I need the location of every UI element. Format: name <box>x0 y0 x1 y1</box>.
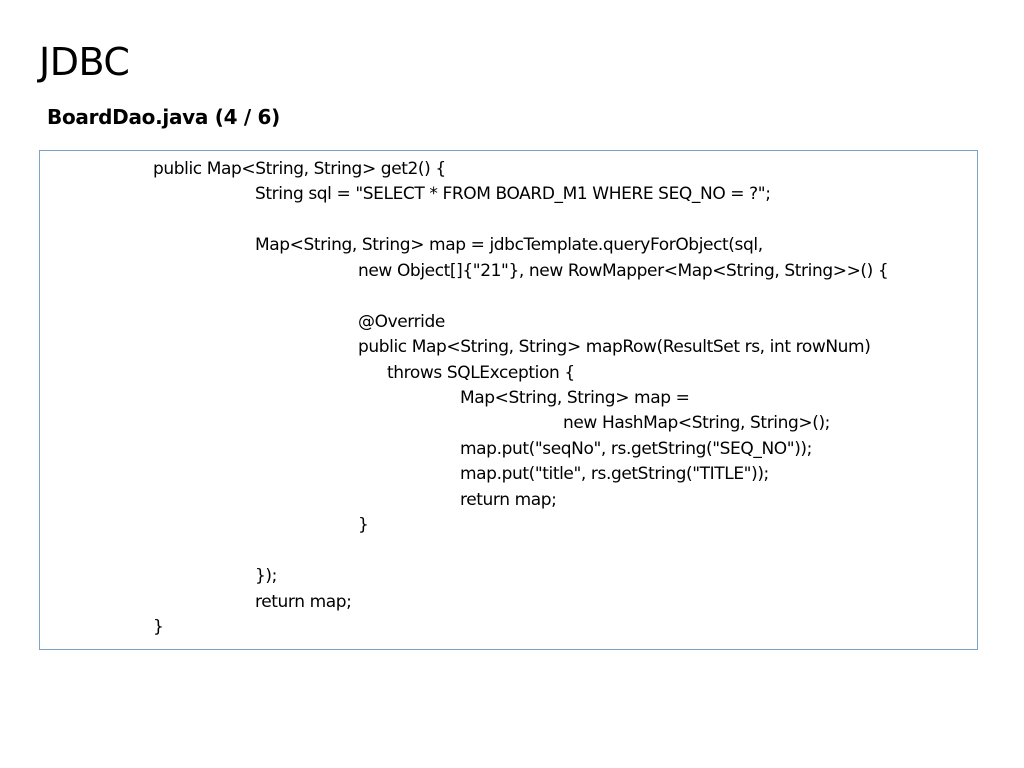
code-line: return map; <box>460 490 557 510</box>
code-line: @Override <box>358 312 445 332</box>
code-line: String sql = "SELECT * FROM BOARD_M1 WHE… <box>255 184 771 204</box>
code-line: new Object[]{"21"}, new RowMapper<Map<St… <box>358 261 889 281</box>
code-line: throws SQLException { <box>387 363 575 383</box>
code-line: Map<String, String> map = jdbcTemplate.q… <box>255 235 763 255</box>
code-line: return map; <box>255 592 352 612</box>
code-line: } <box>358 515 369 535</box>
code-line: } <box>153 617 164 637</box>
code-line: map.put("title", rs.getString("TITLE")); <box>460 464 769 484</box>
code-line: }); <box>255 566 277 586</box>
code-line: public Map<String, String> mapRow(Result… <box>358 337 871 357</box>
code-line: new HashMap<String, String>(); <box>563 413 831 433</box>
slide-subtitle: BoardDao.java (4 / 6) <box>47 105 280 129</box>
code-line: map.put("seqNo", rs.getString("SEQ_NO"))… <box>460 439 812 459</box>
slide-title: JDBC <box>39 40 130 84</box>
code-line: public Map<String, String> get2() { <box>153 159 446 179</box>
code-line: Map<String, String> map = <box>460 388 690 408</box>
code-box: public Map<String, String> get2() { Stri… <box>39 150 978 650</box>
